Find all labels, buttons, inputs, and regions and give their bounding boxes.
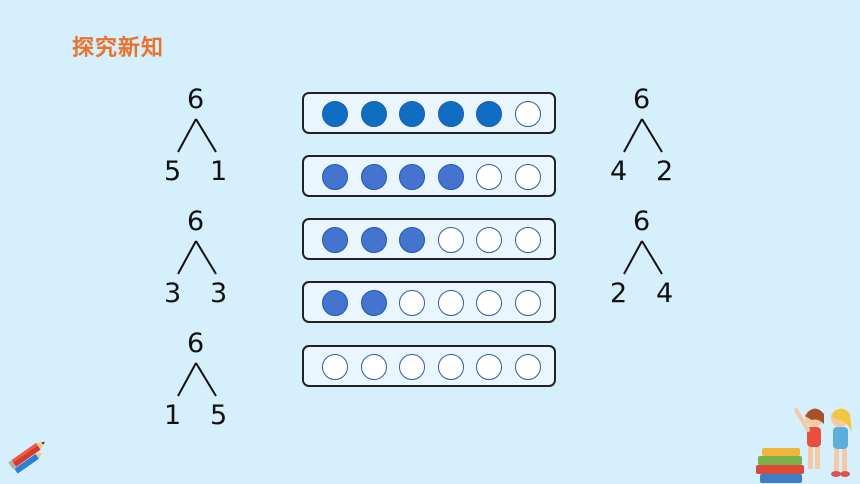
filled-counter-dot [322,101,348,127]
number-tree-6-1-5: 6 1 5 [164,330,244,430]
tree-part-right: 3 [210,278,228,309]
dot-row-1 [302,92,556,134]
empty-counter-dot [476,164,502,190]
tree-part-left: 2 [610,278,628,309]
empty-counter-dot [322,354,348,380]
tree-whole: 6 [187,206,205,237]
filled-counter-dot [322,227,348,253]
filled-counter-dot [399,101,425,127]
filled-counter-dot [437,101,464,127]
tree-part-left: 5 [164,156,182,187]
filled-counter-dot [399,164,425,190]
tree-branches [177,362,217,397]
number-tree-6-5-1: 6 5 1 [164,86,244,186]
tree-whole: 6 [633,84,651,115]
number-tree-6-2-4: 6 2 4 [610,208,690,308]
page-title: 探究新知 [72,36,165,61]
empty-counter-dot [437,227,464,253]
empty-counter-dot [399,290,425,316]
tree-part-left: 3 [164,278,182,309]
dot-row-5 [302,345,556,387]
empty-counter-dot [514,354,541,380]
dot-row-3 [302,218,556,260]
tree-branches [177,240,217,275]
filled-counter-dot [399,227,425,253]
tree-part-left: 1 [164,400,182,431]
number-tree-6-4-2: 6 4 2 [610,86,690,186]
tree-part-right: 2 [656,156,674,187]
empty-counter-dot [476,290,502,316]
empty-counter-dot [514,290,541,316]
empty-counter-dot [514,227,541,253]
tree-branches [177,118,217,153]
empty-counter-dot [514,101,541,127]
tree-branches [623,240,663,275]
filled-counter-dot [476,101,502,127]
empty-counter-dot [437,290,464,316]
number-tree-6-3-3: 6 3 3 [164,208,244,308]
filled-counter-dot [360,227,387,253]
empty-counter-dot [360,354,387,380]
filled-counter-dot [437,164,464,190]
kids-with-books-illustration [756,408,852,483]
tree-whole: 6 [187,84,205,115]
tree-whole: 6 [633,206,651,237]
tree-part-right: 5 [210,400,228,431]
filled-counter-dot [322,164,348,190]
empty-counter-dot [514,164,541,190]
filled-counter-dot [360,164,387,190]
tree-branches [623,118,663,153]
tree-whole: 6 [187,328,205,359]
empty-counter-dot [476,354,502,380]
tree-part-right: 1 [210,156,228,187]
tree-part-right: 4 [656,278,674,309]
empty-counter-dot [437,354,464,380]
empty-counter-dot [399,354,425,380]
dot-row-4 [302,281,556,323]
filled-counter-dot [360,290,387,316]
pencil-icon [8,441,45,474]
tree-part-left: 4 [610,156,628,187]
filled-counter-dot [360,101,387,127]
dot-row-2 [302,155,556,197]
empty-counter-dot [476,227,502,253]
filled-counter-dot [322,290,348,316]
